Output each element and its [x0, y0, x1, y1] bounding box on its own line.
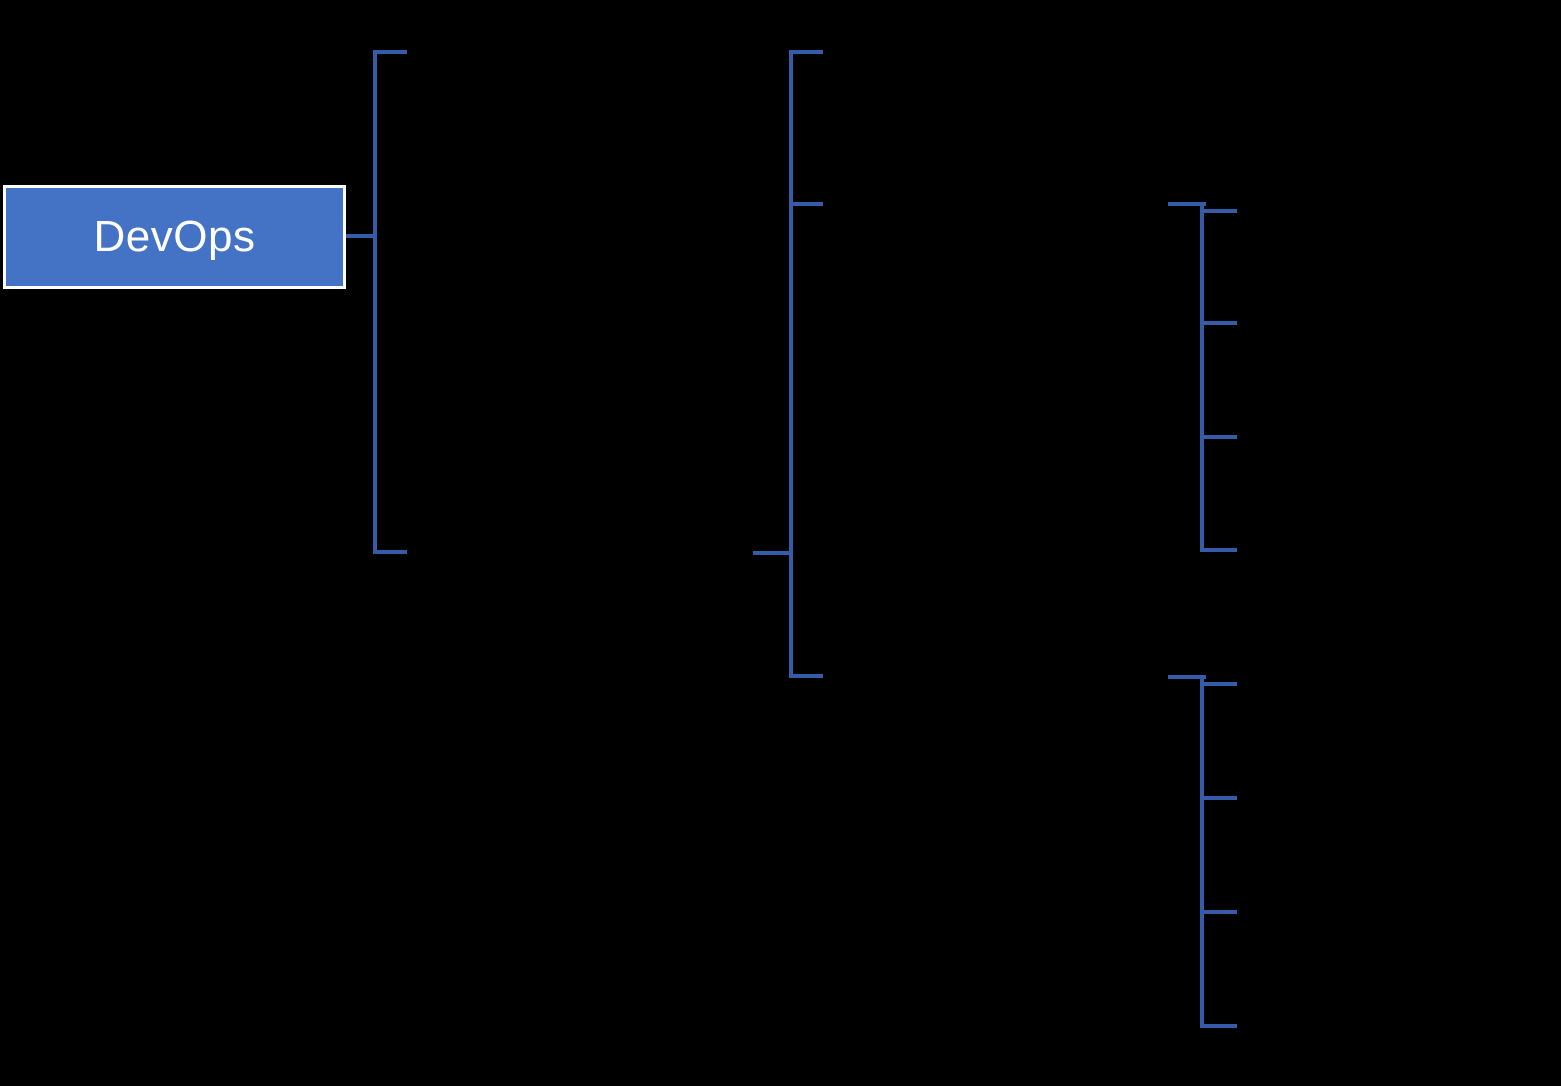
- bracket-l3-lower-spine: [1200, 675, 1204, 1028]
- bracket-l3-lower-tick-4: [1202, 1024, 1237, 1028]
- devops-node-label: DevOps: [93, 212, 256, 261]
- bracket-l3-lower-tick-1: [1202, 682, 1237, 686]
- bracket-l2-spine: [789, 50, 793, 678]
- devops-node[interactable]: DevOps: [3, 185, 346, 289]
- bracket-l3-upper-tick-4: [1202, 548, 1237, 552]
- bracket-l3-upper-spine: [1200, 202, 1204, 552]
- bracket-l1-spine: [373, 50, 377, 554]
- connector-l3-upper-stub: [1168, 202, 1206, 206]
- connector-root-stub: [346, 234, 377, 238]
- connector-l3-lower-stub: [1168, 675, 1206, 679]
- bracket-l3-lower-tick-3: [1202, 910, 1237, 914]
- bracket-l3-upper-tick-2: [1202, 321, 1237, 325]
- connector-l2-stub: [753, 551, 791, 555]
- bracket-l2-tick-1: [789, 50, 823, 54]
- bracket-l2-tick-2: [789, 202, 823, 206]
- bracket-l3-upper-tick-1: [1202, 209, 1237, 213]
- bracket-l3-upper-tick-3: [1202, 435, 1237, 439]
- bracket-l1-tick-1: [373, 50, 407, 54]
- bracket-l2-tick-3: [789, 674, 823, 678]
- bracket-l1-tick-2: [373, 550, 407, 554]
- bracket-l3-lower-tick-2: [1202, 796, 1237, 800]
